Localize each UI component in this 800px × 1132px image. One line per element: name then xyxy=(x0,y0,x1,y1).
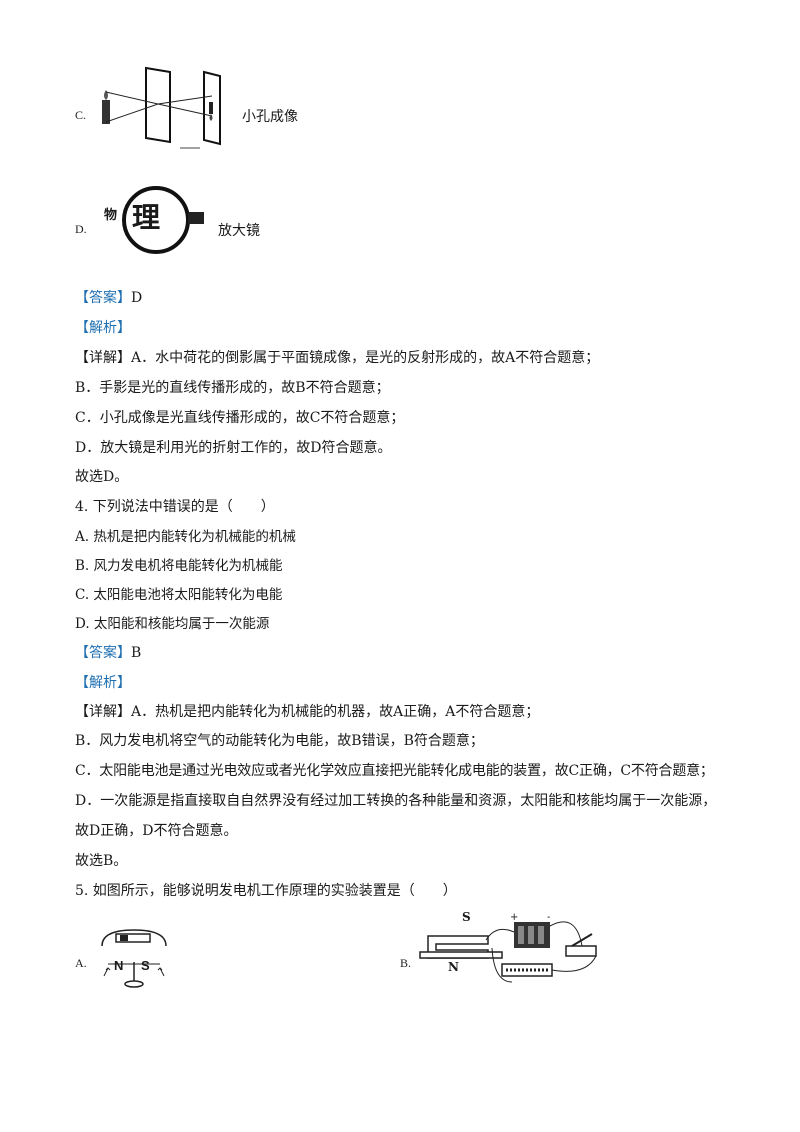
q4-detail-line-1: 【详解】A．热机是把内能转化为机械能的机器，故A正确，A不符合题意； xyxy=(75,703,539,721)
q4-detail-line-4: D．一次能源是指直接取自自然界没有经过加工转换的各种能量和资源，太阳能和核能均属… xyxy=(75,793,717,809)
q3-detail-line-3: C．小孔成像是光直线传播形成的，故C不符合题意； xyxy=(75,410,405,426)
q4-option-d: D. 太阳能和核能均属于一次能源 xyxy=(75,616,270,632)
q4-detail-line-2: B．风力发电机将空气的动能转化为电能，故B错误，B符合题意； xyxy=(75,733,484,749)
detail-text: A．水中荷花的倒影属于平面镜成像，是光的反射形成的，故A不符合题意； xyxy=(131,350,600,366)
q5-option-b-letter: B. xyxy=(400,956,412,970)
magnifier-figure: 物 理 xyxy=(100,184,210,260)
battery-minus-label: - xyxy=(547,912,551,923)
q4-answer: 【答案】B xyxy=(75,644,141,662)
lens-small-char: 物 xyxy=(104,208,118,223)
q4-detail-line-3: C．太阳能电池是通过光电效应或者光化学效应直接把光能转化成电能的装置，故C正确，… xyxy=(75,763,714,779)
q4-stem: 4. 下列说法中错误的是（ ） xyxy=(75,499,275,515)
q3-conclusion: 故选D。 xyxy=(75,469,129,485)
motor-circuit-figure xyxy=(419,921,597,983)
option-d-letter: D. xyxy=(75,222,87,236)
q3-detail-line-2: B．手影是光的直线传播形成的，故B不符合题意； xyxy=(75,380,390,396)
detail-tag: 【详解】 xyxy=(75,350,131,366)
option-c-letter: C. xyxy=(75,108,87,122)
oersted-experiment-figure xyxy=(101,929,167,988)
q3-detail-line-1: 【详解】A．水中荷花的倒影属于平面镜成像，是光的反射形成的，故A不符合题意； xyxy=(75,349,599,367)
q4-option-a: A. 热机是把内能转化为机械能的机械 xyxy=(75,529,296,545)
battery-plus-label: + xyxy=(510,912,519,923)
needle-s-label: S xyxy=(141,958,150,973)
option-d-caption: 放大镜 xyxy=(218,223,260,239)
q5-option-a-letter: A. xyxy=(75,956,87,970)
answer-tag: 【答案】 xyxy=(75,645,131,661)
magnet-n-label: N xyxy=(448,960,459,974)
q3-detail-line-4: D．放大镜是利用光的折射工作的，故D符合题意。 xyxy=(75,440,392,456)
pinhole-camera-figure xyxy=(102,66,221,149)
q3-answer: 【答案】D xyxy=(75,289,142,307)
detail-text: A．热机是把内能转化为机械能的机器，故A正确，A不符合题意； xyxy=(131,704,540,720)
magnifier-handle xyxy=(188,212,204,224)
detail-tag: 【详解】 xyxy=(75,704,131,720)
answer-value: B xyxy=(131,645,142,661)
answer-tag: 【答案】 xyxy=(75,290,131,306)
lens-big-char: 理 xyxy=(132,201,161,234)
q3-analysis-tag: 【解析】 xyxy=(75,320,131,336)
q4-option-c: C. 太阳能电池将太阳能转化为电能 xyxy=(75,587,283,603)
q5-stem: 5. 如图所示，能够说明发电机工作原理的实验装置是（ ） xyxy=(75,883,457,899)
option-c-caption: 小孔成像 xyxy=(242,109,298,125)
q4-conclusion: 故选B。 xyxy=(75,853,128,869)
magnet-s-label: S xyxy=(462,910,471,924)
q4-detail-line-5: 故D正确，D不符合题意。 xyxy=(75,823,238,839)
q4-option-b: B. 风力发电机将电能转化为机械能 xyxy=(75,558,283,574)
q4-analysis-tag: 【解析】 xyxy=(75,675,131,691)
needle-n-label: N xyxy=(114,958,124,973)
answer-value: D xyxy=(131,290,143,306)
